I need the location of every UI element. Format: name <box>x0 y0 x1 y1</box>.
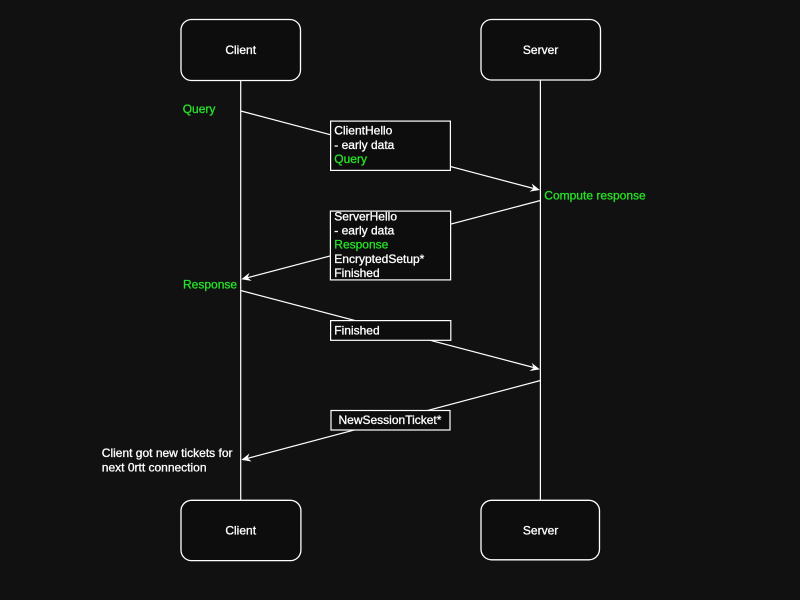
svg-text:Response: Response <box>334 238 388 252</box>
svg-text:Client: Client <box>225 43 256 57</box>
svg-text:Client: Client <box>225 523 256 537</box>
svg-text:Query: Query <box>183 102 216 116</box>
svg-text:EncryptedSetup*: EncryptedSetup* <box>334 252 424 266</box>
svg-text:Server: Server <box>523 523 558 537</box>
svg-text:NewSessionTicket*: NewSessionTicket* <box>339 413 442 427</box>
svg-text:Finished: Finished <box>334 323 379 337</box>
svg-text:next 0rtt connection: next 0rtt connection <box>102 460 207 474</box>
svg-text:Query: Query <box>334 152 367 166</box>
svg-text:Response: Response <box>183 278 237 292</box>
svg-text:- early data: - early data <box>334 224 394 238</box>
svg-text:Compute response: Compute response <box>544 188 646 202</box>
svg-text:ServerHello: ServerHello <box>334 210 397 224</box>
svg-text:Finished: Finished <box>334 266 379 280</box>
svg-text:Client got new tickets for: Client got new tickets for <box>102 446 233 460</box>
svg-text:Server: Server <box>523 43 558 57</box>
svg-text:ClientHello: ClientHello <box>334 124 392 138</box>
svg-text:- early data: - early data <box>334 138 394 152</box>
